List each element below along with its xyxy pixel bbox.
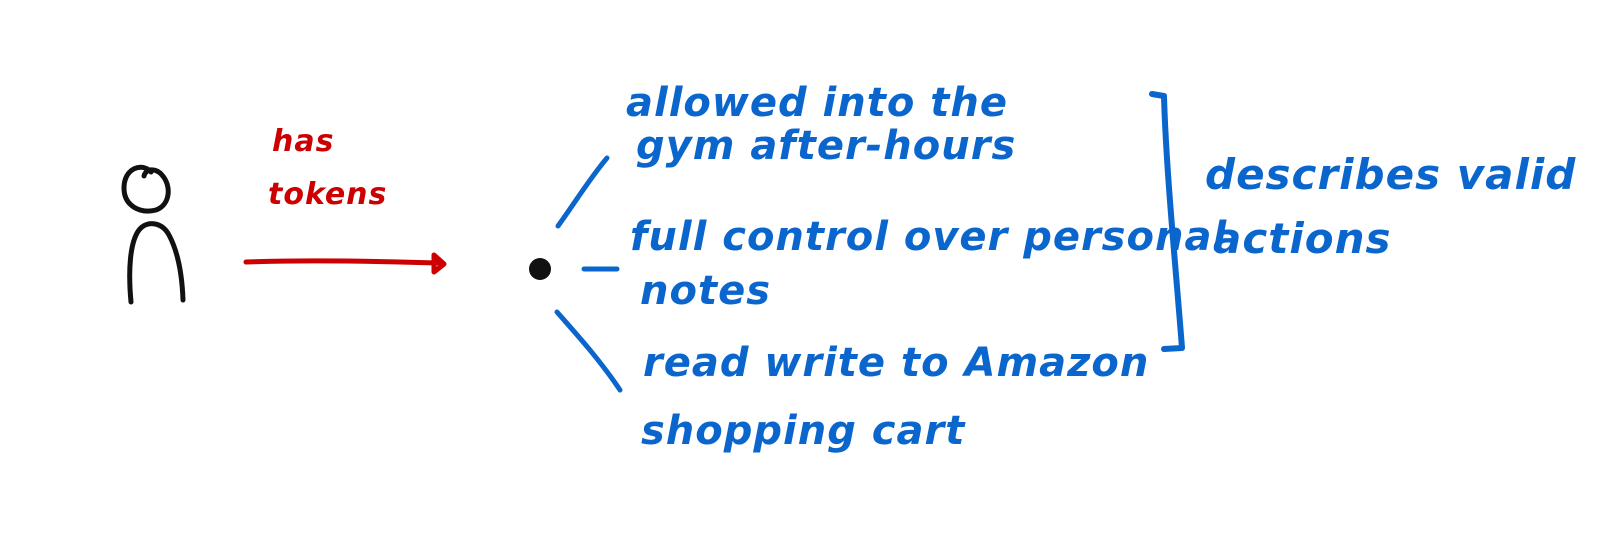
right-bracket	[1149, 91, 1185, 352]
capability-3-line2: shopping cart	[641, 408, 966, 454]
has-tokens-arrow	[243, 252, 447, 275]
branch-connectors	[554, 155, 623, 393]
capability-3-line1: read write to Amazon	[643, 340, 1150, 386]
arrow-shaft	[243, 258, 441, 266]
person-body	[127, 221, 186, 305]
capability-2-line2: notes	[640, 268, 772, 314]
dot-node-icon	[529, 258, 551, 280]
capability-1-line2: gym after-hours	[636, 123, 1017, 169]
relation-label-line2: tokens	[268, 177, 388, 212]
branch-line-top	[555, 155, 610, 229]
relation-label-line1: has	[272, 124, 335, 159]
person-head	[121, 164, 171, 214]
capability-2-line1: full control over personal	[630, 214, 1228, 260]
stick-figure-person-icon	[121, 164, 186, 305]
bracket-note-line1: describes valid	[1205, 150, 1577, 199]
branch-line-bottom	[554, 309, 623, 393]
arrow-head	[431, 252, 447, 275]
capability-1-line1: allowed into the	[626, 80, 1008, 126]
bracket-note-line2: actions	[1213, 214, 1392, 263]
